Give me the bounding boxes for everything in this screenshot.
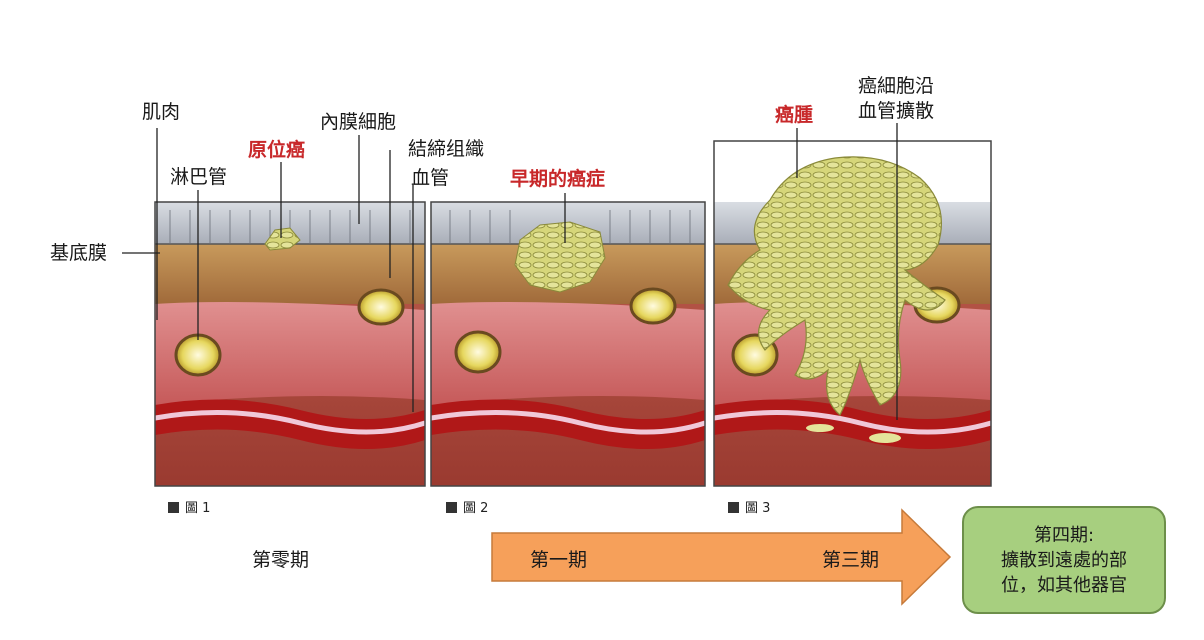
stage-4-box: 第四期: 擴散到遠處的部 位，如其他器官 [962, 506, 1166, 614]
panel-3-caption: 圖 3 [728, 497, 770, 516]
panel-3-frame [713, 140, 992, 487]
panel-2-caption: 圖 2 [446, 497, 488, 516]
label-endothelial-cells: 內膜細胞 [320, 111, 397, 133]
leader-lines [122, 123, 898, 420]
label-spread-line1: 癌細胞沿 [858, 75, 935, 97]
caption-marker-icon [168, 502, 179, 513]
panel-1-frame [154, 201, 426, 487]
stage-3-label: 第三期 [822, 549, 880, 571]
label-tumor: 癌腫 [775, 104, 814, 126]
label-blood-vessel: 血管 [411, 167, 450, 189]
stage-4-title: 第四期: [1033, 524, 1095, 546]
panel-2-tissue [431, 202, 705, 486]
stage-1-label: 第一期 [530, 549, 588, 571]
label-lymph-vessel: 淋巴管 [170, 166, 228, 188]
panel-2-frame [430, 201, 706, 487]
tumor-mass [727, 156, 946, 416]
panel-1-caption: 圖 1 [168, 497, 210, 516]
label-muscle: 肌肉 [142, 101, 181, 123]
stage-0-label: 第零期 [252, 549, 310, 571]
caption-marker-icon [728, 502, 739, 513]
panel-1-tissue [155, 202, 425, 486]
caption-marker-icon [446, 502, 457, 513]
stage-4-line3: 位，如其他器官 [1001, 574, 1127, 596]
panel-3-tissue [714, 141, 991, 486]
stage-4-line2: 擴散到遠處的部 [1001, 549, 1127, 571]
stage-arrow [491, 508, 952, 606]
label-spread-line2: 血管擴散 [858, 100, 935, 122]
label-connective-tissue: 結締组織 [408, 138, 485, 160]
label-basement-membrane: 基底膜 [50, 242, 108, 264]
label-carcinoma-in-situ: 原位癌 [248, 139, 306, 161]
label-early-cancer: 早期的癌症 [510, 168, 606, 190]
